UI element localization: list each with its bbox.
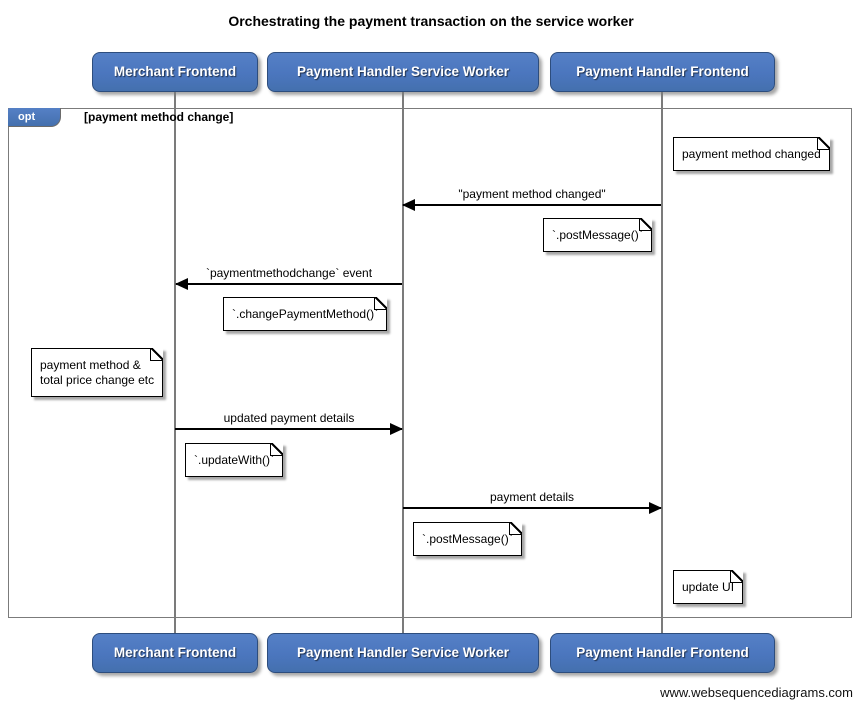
- arrow-head-left-icon: [175, 278, 188, 290]
- message-label-paymentmethodchange-event: `paymentmethodchange` event: [205, 266, 373, 280]
- actor-payment-handler-frontend-top: Payment Handler Frontend: [550, 52, 775, 92]
- note-updatewith: `.updateWith()`: [185, 443, 284, 477]
- message-line-updated-payment-details: [175, 428, 402, 430]
- opt-fragment-operator-tab: opt: [8, 108, 61, 127]
- message-label-payment-method-changed: "payment method changed": [458, 187, 606, 201]
- message-line-paymentmethodchange-event: [176, 283, 402, 285]
- note-payment-method-total-price: payment method & total price change etc: [31, 348, 164, 397]
- message-label-updated-payment-details: updated payment details: [223, 411, 355, 425]
- message-line-payment-details: [403, 507, 661, 509]
- opt-fragment-frame: [8, 108, 852, 618]
- actor-merchant-frontend-top: Merchant Frontend: [92, 52, 258, 92]
- message-label-payment-details: payment details: [489, 490, 575, 504]
- lifeline-merchant-frontend: [174, 92, 176, 633]
- actor-payment-handler-service-worker-bottom: Payment Handler Service Worker: [267, 633, 539, 673]
- websequencediagrams-credit: www.websequencediagrams.com: [660, 685, 853, 700]
- actor-merchant-frontend-bottom: Merchant Frontend: [92, 633, 258, 673]
- arrow-head-right-icon: [390, 423, 403, 435]
- note-payment-method-changed: payment method changed: [673, 137, 830, 171]
- lifeline-payment-handler-frontend: [661, 92, 663, 633]
- opt-fragment-condition: [payment method change]: [84, 110, 234, 124]
- arrow-head-right-icon: [649, 502, 662, 514]
- note-update-ui: update UI: [673, 570, 744, 604]
- actor-payment-handler-frontend-bottom: Payment Handler Frontend: [550, 633, 775, 673]
- actor-payment-handler-service-worker-top: Payment Handler Service Worker: [267, 52, 539, 92]
- note-postmessage-2: `.postMessage()`: [413, 522, 522, 556]
- note-changepaymentmethod: `.changePaymentMethod()`: [223, 297, 388, 331]
- note-postmessage-1: `.postMessage()`: [543, 218, 652, 252]
- diagram-title: Orchestrating the payment transaction on…: [228, 13, 634, 29]
- lifeline-payment-handler-service-worker: [402, 92, 404, 633]
- message-line-payment-method-changed: [403, 204, 661, 206]
- arrow-head-left-icon: [402, 199, 415, 211]
